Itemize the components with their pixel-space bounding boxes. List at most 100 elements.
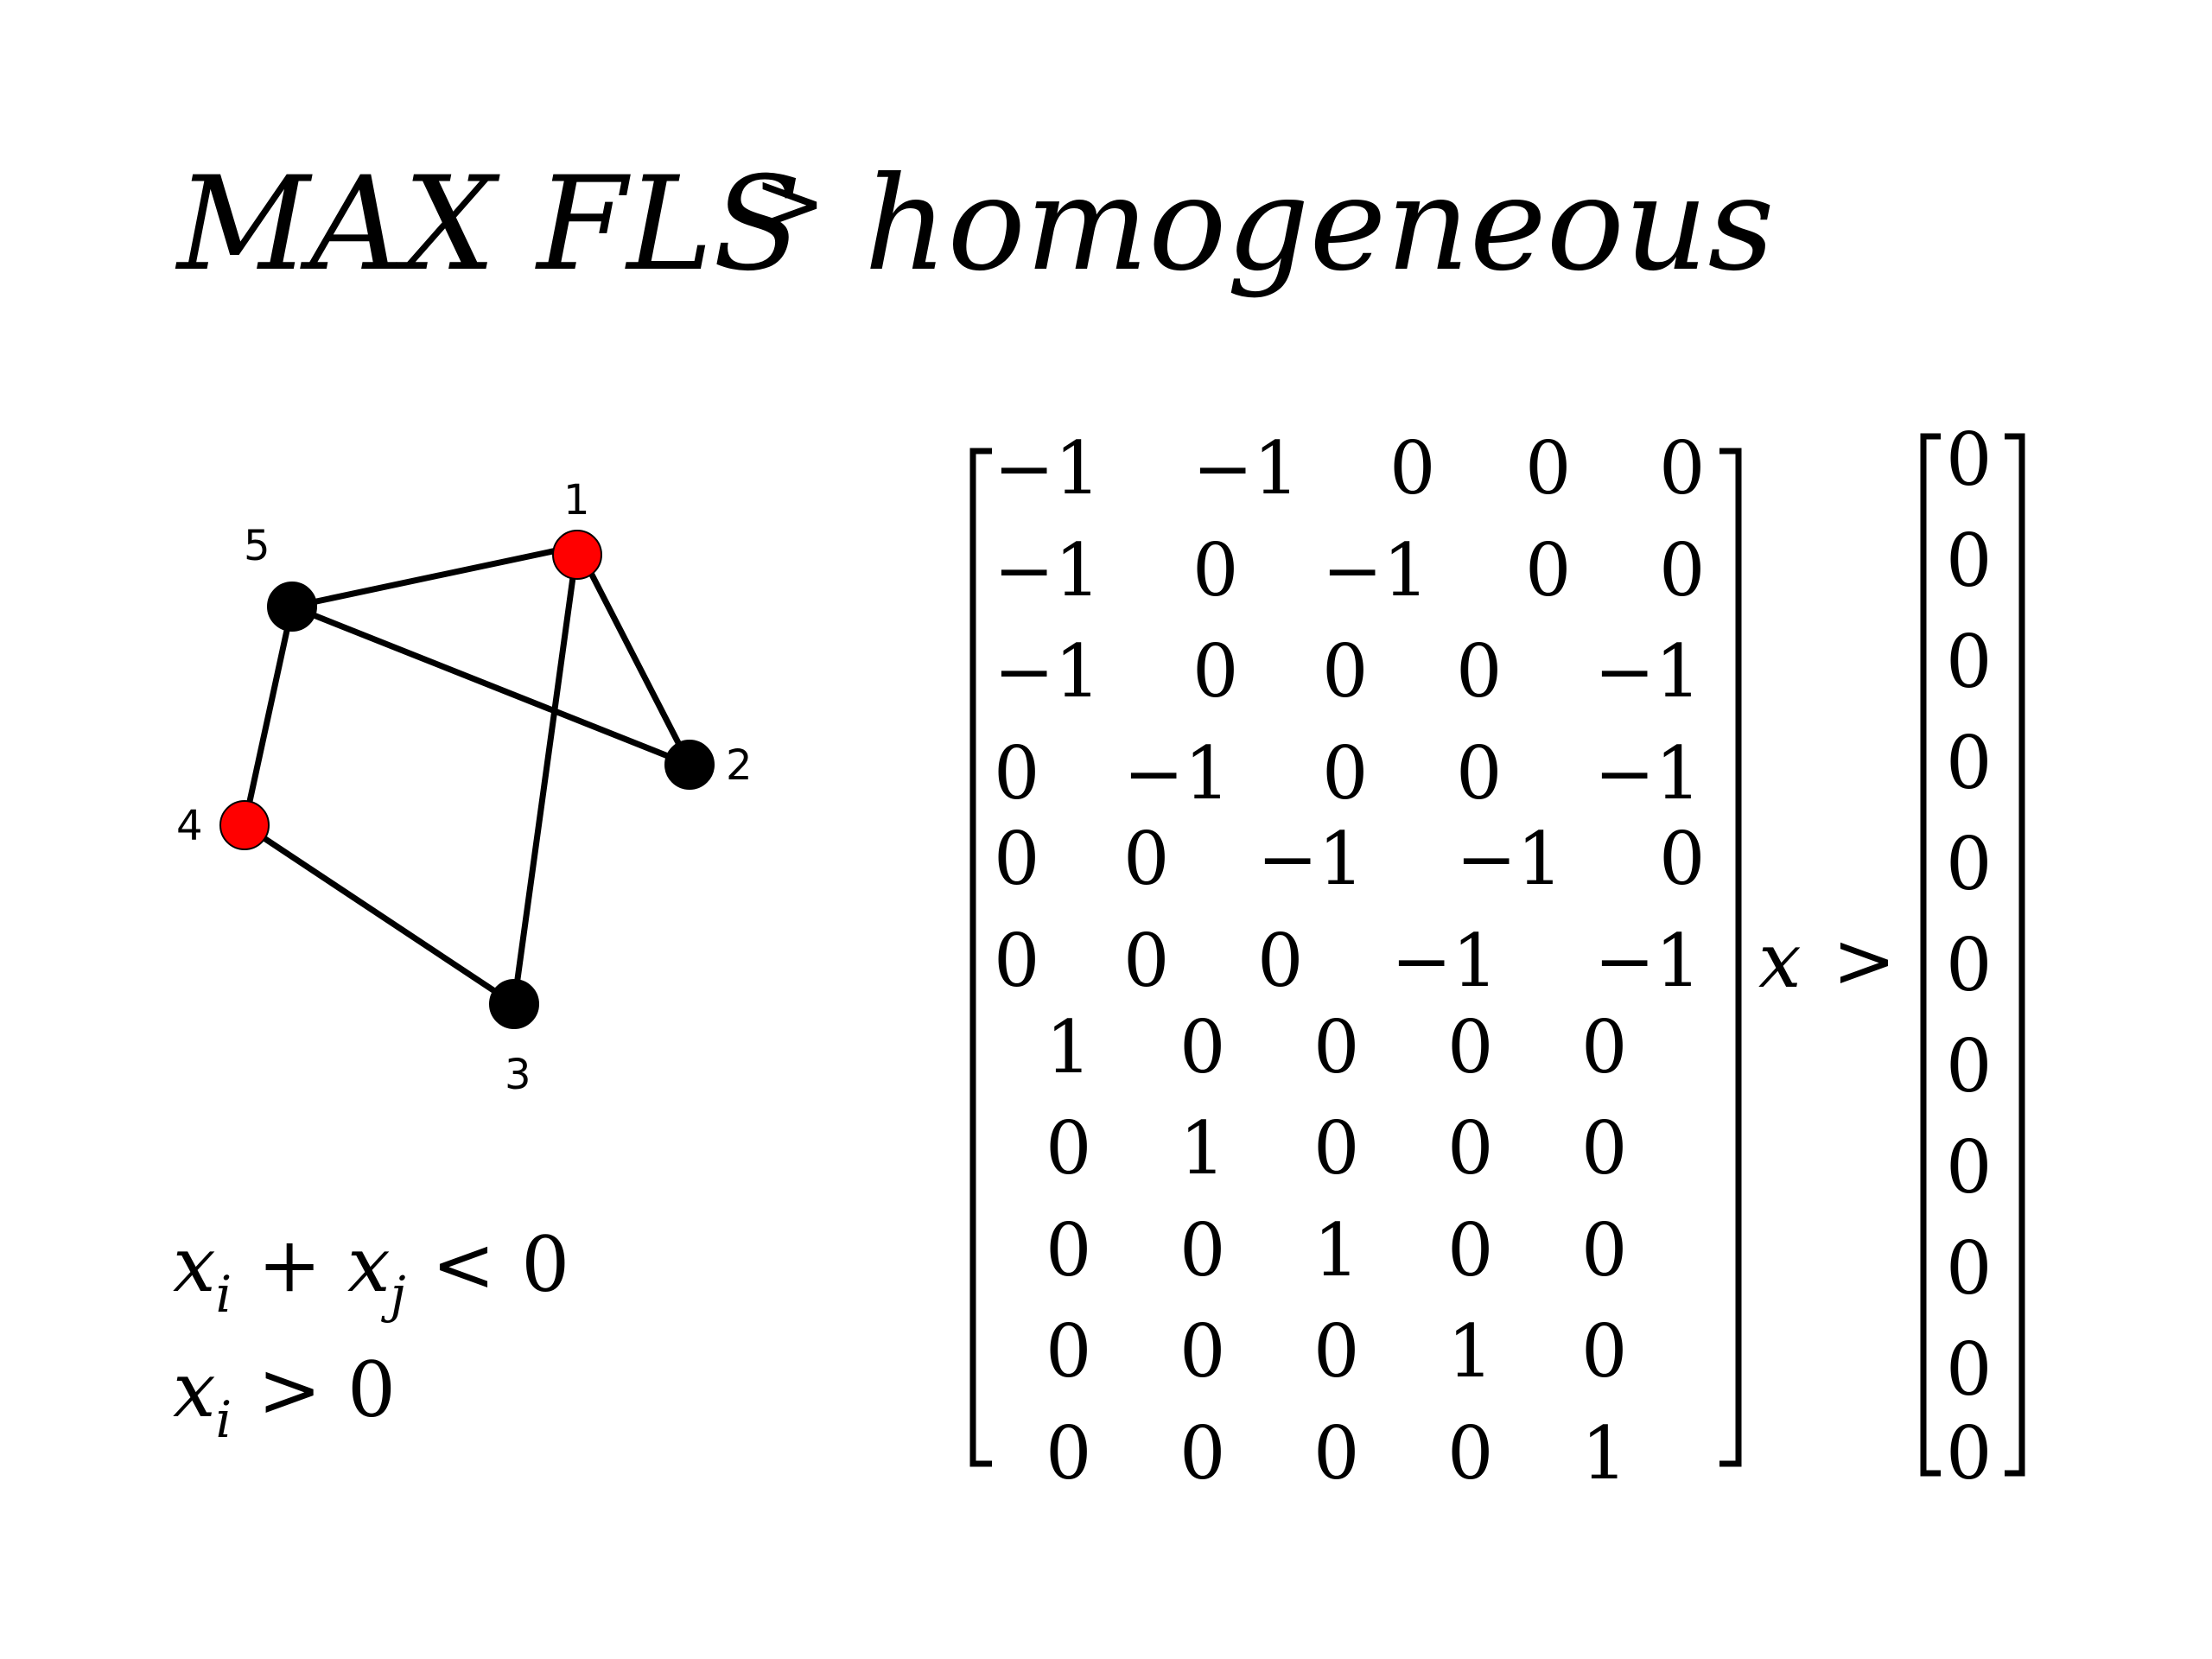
matrix-cell: 0 <box>1447 1106 1494 1191</box>
matrix-cell: 0 <box>1322 731 1369 816</box>
constraint-edge-sum: xi+xj<0 <box>173 1227 569 1320</box>
operator-var: x <box>1758 916 1802 1005</box>
rhs-cell: 0 <box>1946 1226 1993 1311</box>
node-5-label: 5 <box>244 522 270 570</box>
matrix-cell: 0 <box>1179 1309 1226 1394</box>
matrix-cell: 0 <box>1447 1208 1494 1293</box>
matrix-cell: 0 <box>1123 918 1170 1003</box>
node-2-label: 2 <box>726 741 753 790</box>
rhs-cell: 0 <box>1946 1024 1993 1109</box>
rhs-cell: 0 <box>1946 518 1993 603</box>
rhs-cell: 0 <box>1946 721 1993 805</box>
rhs-cell: 0 <box>1946 620 1993 704</box>
matrix-cell: 0 <box>994 817 1040 901</box>
matrix-cell: 0 <box>1581 1106 1628 1191</box>
matrix-cell: 0 <box>1581 1208 1628 1293</box>
matrix-cell: 0 <box>1525 426 1572 511</box>
matrix-cell: 0 <box>1313 1309 1360 1394</box>
title-relation: > <box>753 152 826 253</box>
rhs-cell: 0 <box>1946 1125 1993 1210</box>
matrix-cell: −1 <box>1322 528 1429 613</box>
matrix-cell: 0 <box>1192 528 1239 613</box>
matrix-cell: 1 <box>1179 1106 1226 1191</box>
matrix-cell: 0 <box>1123 817 1170 901</box>
matrix-cell: 0 <box>1257 918 1304 1003</box>
edge-5-2 <box>290 603 691 768</box>
matrix-cell: 0 <box>1659 426 1706 511</box>
matrix-cell: 0 <box>1179 1005 1226 1090</box>
node-1 <box>552 530 602 580</box>
matrix-cell: 0 <box>1179 1411 1226 1496</box>
c2-rel: > <box>257 1345 321 1434</box>
matrix-cell: 0 <box>1659 817 1706 901</box>
matrix-cell: 0 <box>1389 426 1436 511</box>
c2-rhs: 0 <box>346 1345 396 1434</box>
matrix-cell: −1 <box>1123 731 1230 816</box>
matrix-cell: 1 <box>1046 1005 1092 1090</box>
matrix-cell: −1 <box>994 528 1101 613</box>
matrix-cell: 1 <box>1447 1309 1494 1394</box>
c1-var2: x <box>346 1220 391 1309</box>
matrix-cell: 0 <box>1581 1005 1628 1090</box>
constraint-positive: xi>0 <box>173 1352 396 1446</box>
matrix-cell: 0 <box>994 918 1040 1003</box>
edge-1-2 <box>574 544 693 766</box>
matrix-cell: −1 <box>1594 629 1701 714</box>
edge-5-1 <box>291 543 578 610</box>
matrix-cell: −1 <box>1257 817 1364 901</box>
c1-sub1: i <box>215 1265 232 1324</box>
node-4 <box>219 800 270 850</box>
matrix-cell: 0 <box>1313 1411 1360 1496</box>
rhs-cell: 0 <box>1946 923 1993 1007</box>
matrix-cell: −1 <box>1456 817 1563 901</box>
matrix-cell: 0 <box>1046 1309 1092 1394</box>
c1-sub2: j <box>390 1265 406 1324</box>
rhs-cell: 0 <box>1946 1327 1993 1412</box>
rhs-right-bracket <box>2005 433 2025 1477</box>
matrix-cell: 0 <box>1192 629 1239 714</box>
matrix-cell: 0 <box>1447 1411 1494 1496</box>
node-3 <box>489 979 539 1029</box>
matrix-cell: −1 <box>1594 731 1701 816</box>
c2-sub1: i <box>215 1390 232 1449</box>
node-2 <box>664 740 715 790</box>
c1-plus: + <box>257 1220 321 1309</box>
matrix-cell: −1 <box>994 629 1101 714</box>
matrix-cell: 0 <box>1046 1411 1092 1496</box>
matrix-cell: −1 <box>1391 918 1498 1003</box>
matrix-cell: 0 <box>1659 528 1706 613</box>
matrix-cell: 0 <box>1313 1005 1360 1090</box>
c1-rhs: 0 <box>521 1220 570 1309</box>
matrix-cell: 0 <box>1456 629 1503 714</box>
matrix-cell: 0 <box>1313 1106 1360 1191</box>
matrix-cell: 1 <box>1581 1411 1628 1496</box>
matrix-cell: 0 <box>1046 1208 1092 1293</box>
matrix-cell: −1 <box>994 426 1101 511</box>
title-right: homogeneous <box>864 149 1775 300</box>
matrix-cell: −1 <box>1594 918 1701 1003</box>
c2-var1: x <box>173 1345 216 1434</box>
c1-var1: x <box>173 1220 216 1309</box>
matrix-cell: 0 <box>994 731 1040 816</box>
matrix-cell: 1 <box>1313 1208 1360 1293</box>
c1-rel: < <box>431 1220 496 1309</box>
matrix-right-bracket <box>1719 448 1742 1467</box>
rhs-cell: 0 <box>1946 822 1993 906</box>
edge-5-4 <box>241 606 296 826</box>
matrix-cell: 0 <box>1322 629 1369 714</box>
operator-rel: > <box>1832 916 1897 1005</box>
rhs-cell: 0 <box>1946 417 1993 502</box>
matrix-cell: 0 <box>1581 1309 1628 1394</box>
edge-4-3 <box>243 823 516 1007</box>
edge-1-3 <box>511 545 581 1005</box>
rhs-cell: 0 <box>1946 1411 1993 1496</box>
matrix-cell: −1 <box>1192 426 1300 511</box>
rhs-left-bracket <box>1920 433 1941 1477</box>
node-1-label: 1 <box>563 476 590 524</box>
matrix-cell: 0 <box>1179 1208 1226 1293</box>
matrix-cell: 0 <box>1525 528 1572 613</box>
